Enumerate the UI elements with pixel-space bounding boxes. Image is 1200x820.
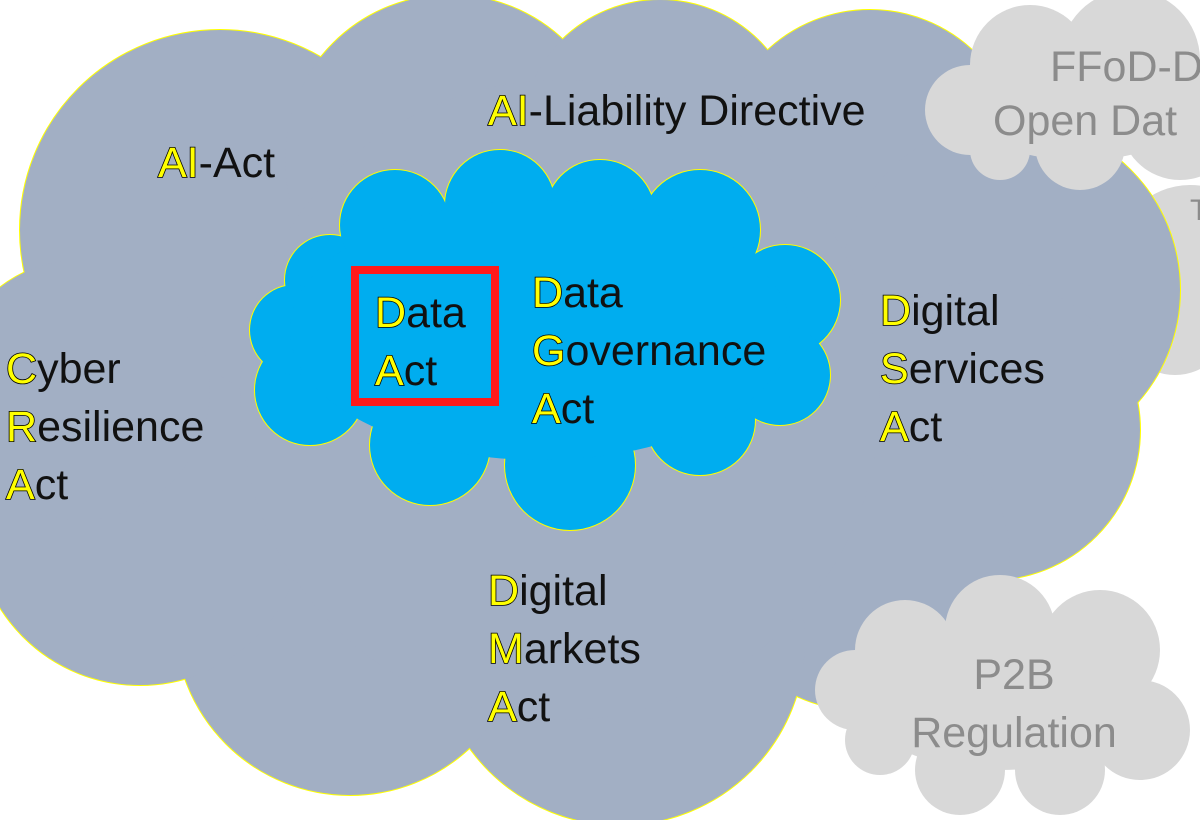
label-cyber-resilience-act: Cyber Resilience Act [5, 340, 205, 514]
label-text: ervices [908, 345, 1045, 393]
initial-letter: A [879, 402, 909, 452]
label-right-partial: T [1190, 196, 1200, 226]
label-data-act: Data Act [374, 284, 466, 400]
initial-letter: M [487, 624, 524, 674]
label-p2b-line2: Regulation [911, 709, 1117, 757]
label-ffod-line1: FFoD-D [1050, 43, 1200, 91]
label-text: overnance [565, 327, 767, 375]
p2b-cloud [815, 575, 1190, 815]
label-text: ata [406, 289, 466, 337]
label-ffod: FFoD-D [1050, 40, 1200, 94]
initial-letter: A [374, 346, 404, 396]
initial-letter: S [879, 344, 909, 394]
label-text: ct [516, 683, 551, 731]
initial-letter: A [531, 384, 561, 434]
label-ai-liability-directive: AI-Liability Directive [487, 87, 866, 135]
label-text: ata [563, 269, 623, 317]
label-text: -Liability Directive [528, 87, 866, 135]
initial-letter: AI [487, 87, 529, 135]
label-text: esilience [37, 403, 205, 451]
label-text: T [1190, 194, 1200, 227]
initial-letter: D [374, 288, 407, 338]
label-data-governance-act: Data Governance Act [531, 264, 767, 438]
initial-letter: D [879, 286, 912, 336]
label-digital-services-act: Digital Services Act [879, 282, 1045, 456]
label-open-data: Open Dat [993, 94, 1177, 148]
initial-letter: C [5, 344, 38, 394]
label-p2b-regulation: P2B Regulation [898, 646, 1130, 762]
label-text: ct [560, 385, 595, 433]
initial-letter: R [5, 402, 38, 452]
initial-letter: G [531, 326, 566, 376]
label-text: ct [34, 461, 69, 509]
initial-letter: AI [157, 139, 199, 187]
label-ffod-line2: Open Dat [993, 97, 1178, 145]
label-text: igital [519, 567, 608, 615]
label-text: igital [911, 287, 1000, 335]
ffod-cloud [925, 0, 1200, 190]
label-text: ct [403, 347, 438, 395]
label-ai-act: AI-Act [157, 139, 276, 187]
initial-letter: A [487, 682, 517, 732]
initial-letter: D [531, 268, 564, 318]
label-digital-markets-act: Digital Markets Act [487, 562, 641, 736]
initial-letter: A [5, 460, 35, 510]
initial-letter: D [487, 566, 520, 616]
label-text: arkets [523, 625, 641, 673]
inner-cloud [250, 150, 840, 530]
label-text: ct [908, 403, 943, 451]
data-act-highlight-box [351, 266, 499, 406]
label-text: -Act [198, 139, 276, 187]
label-p2b-line1: P2B [973, 651, 1055, 699]
label-text: yber [37, 345, 121, 393]
